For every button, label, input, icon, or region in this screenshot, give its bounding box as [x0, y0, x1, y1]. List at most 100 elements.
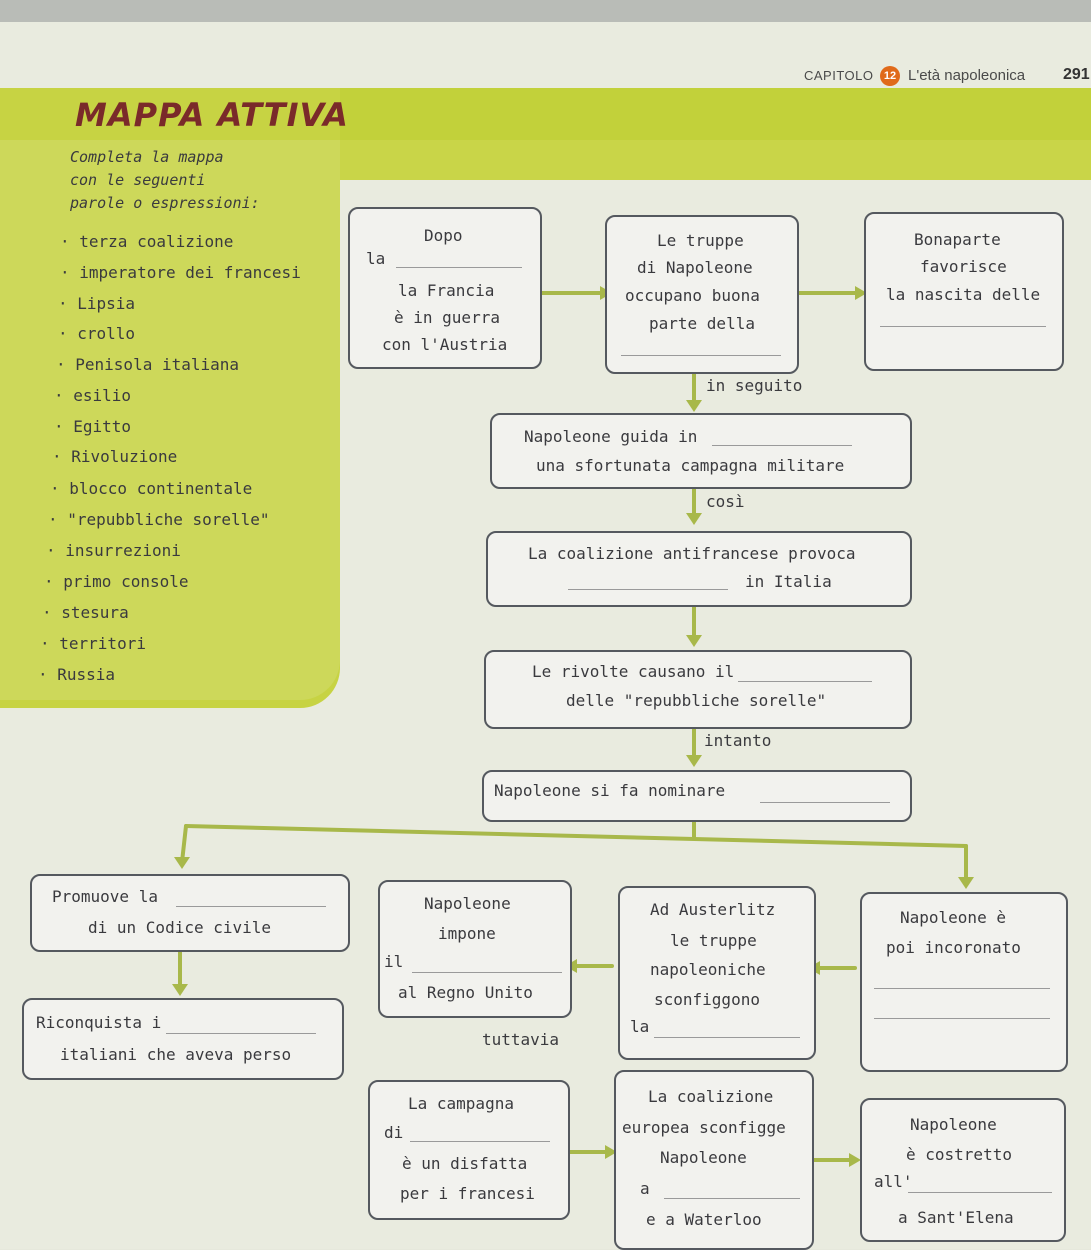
map-box-truppe: Le truppe di Napoleone occupano buona pa… [605, 215, 799, 374]
box-text: la [366, 249, 386, 268]
box-text: Napoleone [660, 1148, 747, 1167]
box-text: italiani che aveva perso [60, 1045, 292, 1064]
box-text: all' [874, 1172, 913, 1191]
box-text: per i francesi [400, 1184, 535, 1203]
word-item: Penisola italiana [56, 355, 239, 374]
word-item: blocco continentale [50, 479, 252, 498]
map-box-austerlitz: Ad Austerlitz le truppe napoleoniche sco… [618, 886, 816, 1060]
word-item: territori [40, 634, 146, 653]
box-text: in Italia [745, 572, 832, 591]
word-item: Rivoluzione [52, 447, 177, 466]
map-box-bonaparte: Bonaparte favorisce la nascita delle [864, 212, 1064, 371]
box-text: il [384, 952, 404, 971]
box-text: Napoleone si fa nominare [494, 781, 726, 800]
fill-blank[interactable] [621, 355, 781, 356]
map-box-coalizione-antifrancese: La coalizione antifrancese provoca in It… [486, 531, 912, 607]
box-text: europea sconfigge [622, 1118, 786, 1137]
box-text: Promuove la [52, 887, 158, 906]
fill-blank[interactable] [712, 445, 852, 446]
box-text: Dopo [424, 226, 463, 245]
box-text: è in guerra [394, 308, 500, 327]
box-text: napoleoniche [650, 960, 766, 979]
box-text: di un Codice civile [88, 918, 272, 937]
box-text: è costretto [906, 1145, 1012, 1164]
fill-blank[interactable] [654, 1037, 800, 1038]
chapter-title: L'età napoleonica [908, 67, 1026, 84]
map-box-incoronato: Napoleone è poi incoronato [860, 892, 1068, 1072]
fill-blank[interactable] [176, 906, 326, 907]
title-band-extension [330, 140, 1091, 180]
fill-blank[interactable] [874, 1018, 1050, 1019]
box-text: parte della [649, 314, 755, 333]
map-box-dopo: Dopo la la Francia è in guerra con l'Aus… [348, 207, 542, 369]
connector-tuttavia: tuttavia [482, 1030, 560, 1049]
box-text: Napoleone [424, 894, 511, 913]
fill-blank[interactable] [738, 681, 872, 682]
box-text: Ad Austerlitz [650, 900, 776, 919]
box-text: la Francia [398, 281, 495, 300]
chapter-label: CAPITOLO [804, 68, 874, 83]
box-text: Le truppe [657, 231, 744, 250]
box-text: La campagna [408, 1094, 514, 1113]
box-text: di Napoleone [637, 258, 753, 277]
box-text: è un disfatta [402, 1154, 528, 1173]
map-box-codice-civile: Promuove la di un Codice civile [30, 874, 350, 952]
fill-blank[interactable] [166, 1033, 316, 1034]
word-item: esilio [54, 386, 131, 405]
fill-blank[interactable] [760, 802, 890, 803]
instruction-line: parole o espressioni: [70, 194, 260, 212]
word-item: primo console [44, 572, 188, 591]
box-text: La coalizione antifrancese provoca [528, 544, 856, 563]
box-text: sconfiggono [654, 990, 760, 1009]
fill-blank[interactable] [664, 1198, 800, 1199]
map-box-rivolte: Le rivolte causano il delle "repubbliche… [484, 650, 912, 729]
fill-blank[interactable] [396, 267, 522, 268]
word-item: "repubbliche sorelle" [48, 510, 269, 529]
box-text: impone [438, 924, 496, 943]
page-number: 291 [1063, 66, 1090, 83]
map-box-sconfigge: La coalizione europea sconfigge Napoleon… [614, 1070, 814, 1250]
word-item: terza coalizione [60, 232, 233, 251]
connector-intanto: intanto [704, 731, 772, 750]
box-text: di [384, 1123, 404, 1142]
box-text: delle "repubbliche sorelle" [566, 691, 827, 710]
map-box-riconquista: Riconquista i italiani che aveva perso [22, 998, 344, 1080]
fill-blank[interactable] [880, 326, 1046, 327]
map-box-disfatta: La campagna di è un disfatta per i franc… [368, 1080, 570, 1220]
box-text: a [640, 1179, 650, 1198]
box-text: le truppe [670, 931, 757, 950]
box-text: la [630, 1017, 650, 1036]
instructions: Completa la mappa con le seguenti parole… [70, 146, 290, 215]
word-item: Egitto [54, 417, 131, 436]
box-text: La coalizione [648, 1087, 774, 1106]
box-text: a Sant'Elena [898, 1208, 1014, 1227]
fill-blank[interactable] [908, 1192, 1052, 1193]
chapter-number-badge: 12 [880, 66, 900, 86]
fill-blank[interactable] [874, 988, 1050, 989]
box-text: Napoleone [910, 1115, 997, 1134]
map-box-esilio: Napoleone è costretto all' a Sant'Elena [860, 1098, 1066, 1242]
word-item: insurrezioni [46, 541, 181, 560]
box-text: Le rivolte causano il [532, 662, 735, 681]
page-header: CAPITOLO 12 L'età napoleonica 291 [800, 66, 1091, 88]
fill-blank[interactable] [412, 972, 562, 973]
word-item: imperatore dei francesi [60, 263, 301, 282]
box-text: la nascita delle [886, 285, 1041, 304]
page-title: MAPPA ATTIVA [75, 96, 349, 134]
box-text: Riconquista i [36, 1013, 162, 1032]
word-item: Russia [38, 665, 115, 684]
box-text: Bonaparte [914, 230, 1001, 249]
box-text: al Regno Unito [398, 983, 533, 1002]
map-box-nominare: Napoleone si fa nominare [482, 770, 912, 822]
instruction-line: con le seguenti [70, 171, 206, 189]
connector-cosi: così [706, 492, 745, 511]
fill-blank[interactable] [568, 589, 728, 590]
box-text: favorisce [920, 257, 1007, 276]
connector-in-seguito: in seguito [706, 376, 803, 395]
box-text: occupano buona [625, 286, 760, 305]
map-box-impone: Napoleone impone il al Regno Unito [378, 880, 572, 1018]
box-text: con l'Austria [382, 335, 508, 354]
word-item: stesura [42, 603, 128, 622]
box-text: e a Waterloo [646, 1210, 762, 1229]
fill-blank[interactable] [410, 1141, 550, 1142]
